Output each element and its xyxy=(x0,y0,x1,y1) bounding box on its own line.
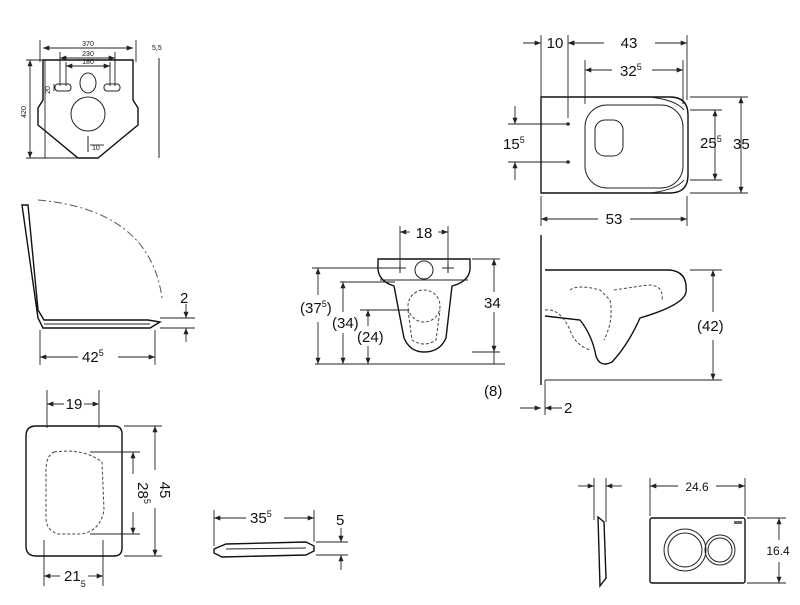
seat-top-view: 19 285 45 215 xyxy=(25,390,173,589)
front-rim-height-label: (375) xyxy=(300,299,332,317)
front-inlet xyxy=(414,260,434,280)
lid-outline xyxy=(21,204,162,329)
flush-plate-height-label: 16.4 xyxy=(766,544,790,558)
flush-plate-logo xyxy=(734,521,742,524)
seat-profile-depth-label: 355 xyxy=(250,509,272,527)
bowl-top-view: 10 43 325 155 255 35 53 xyxy=(503,35,750,228)
frame-pipe-label: 10 xyxy=(92,145,100,152)
top-width-label: 35 xyxy=(733,136,750,153)
seat-inner-length-label: 285 xyxy=(134,482,152,504)
frame-spacing-label: 180 xyxy=(82,59,94,66)
top-bolt-spacing-label: 155 xyxy=(503,135,525,153)
top-depth-label: 43 xyxy=(621,35,638,52)
front-bolt-spacing-label: 18 xyxy=(416,225,433,242)
lid-swing-arc xyxy=(37,199,163,299)
flush-plate-front xyxy=(649,517,746,584)
top-length-label: 53 xyxy=(606,211,623,228)
right-slot xyxy=(103,83,121,92)
seat-top-width-label: 19 xyxy=(66,396,83,413)
front-floor-gap-label: (8) xyxy=(484,383,502,400)
bowl-front-outline xyxy=(377,258,471,353)
front-outlet-height-label: (24) xyxy=(357,329,384,346)
bowl-front-view: 18 (375) (34) (24) 34 (8) xyxy=(300,225,505,400)
bowl-rim xyxy=(584,104,684,189)
seat-length-label: 45 xyxy=(156,482,173,499)
side-gap-label: 2 xyxy=(564,400,572,417)
inlet-hole xyxy=(79,72,97,94)
front-total-height-label: 34 xyxy=(484,295,501,312)
bowl-side-view: (42) 2 xyxy=(520,235,724,417)
seat-opening xyxy=(45,450,105,535)
front-inlet-height-label: (34) xyxy=(332,315,359,332)
flush-plate-width-label: 24.6 xyxy=(685,480,709,494)
mounting-frame-view: 370 230 180 5,5 420 20 10 xyxy=(21,40,162,159)
bowl-opening xyxy=(594,119,624,157)
outlet-hole xyxy=(70,96,106,132)
lid-depth-label: 425 xyxy=(82,348,104,366)
frame-width-label: 370 xyxy=(82,41,94,48)
flush-plate-view: 24.6 16.4 xyxy=(578,478,790,589)
frame-inner-width-label: 230 xyxy=(82,51,94,58)
lid-thickness-label: 2 xyxy=(180,290,188,307)
flush-button-large xyxy=(663,528,707,572)
seat-bottom-width-label: 215 xyxy=(64,568,86,589)
bowl-top-outline xyxy=(540,96,689,194)
frame-thickness-label: 5,5 xyxy=(152,45,162,52)
front-outlet xyxy=(407,289,441,323)
lid-side-view: 2 425 xyxy=(21,199,195,366)
seat-profile-height-label: 5 xyxy=(336,512,344,529)
left-slot xyxy=(54,83,72,92)
mounting-frame-outline xyxy=(37,59,139,159)
flush-plate-side-profile xyxy=(597,515,607,589)
bowl-side-outline xyxy=(544,269,687,365)
top-seat-depth-label: 325 xyxy=(620,62,642,80)
frame-height-label: 420 xyxy=(21,106,28,118)
seat-outline xyxy=(25,425,123,557)
seat-profile-view: 355 5 xyxy=(213,509,348,570)
top-offset-label: 10 xyxy=(547,35,564,52)
seat-profile-outline xyxy=(213,541,315,558)
frame-slot-label: 20 xyxy=(45,86,52,94)
top-inner-width-label: 255 xyxy=(700,134,722,152)
side-height-label: (42) xyxy=(697,318,724,335)
flush-button-small xyxy=(704,534,736,566)
